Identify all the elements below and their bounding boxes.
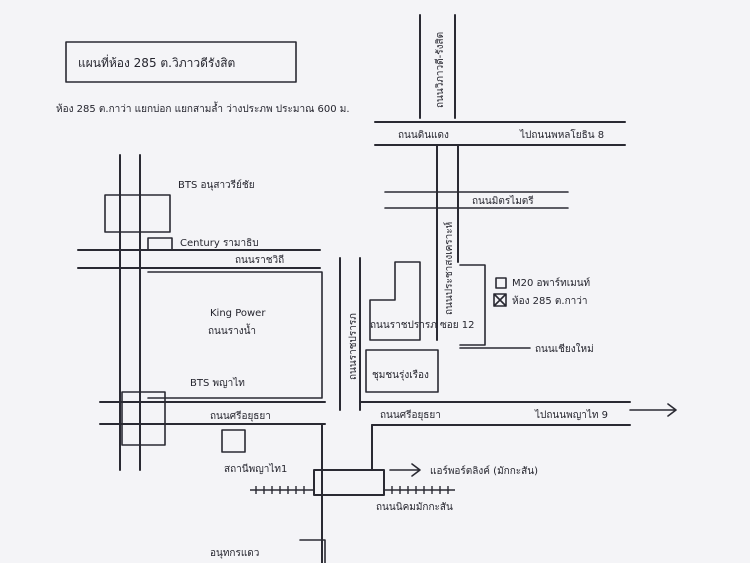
king-power-block bbox=[147, 271, 323, 399]
label-century: Century รามาธิบ bbox=[180, 238, 259, 249]
arrow-to-airport bbox=[389, 463, 421, 477]
map-subtitle: ห้อง 285 ต.กาว่า แยกบ่อก แยกสามล้ำ ว่างป… bbox=[56, 101, 350, 115]
bottom-box bbox=[299, 539, 326, 563]
label-soi-12: ถนนราชปรารภ ซอย 12 bbox=[370, 320, 475, 331]
label-to-phayathai: ไปถนนพญาไท 9 bbox=[534, 409, 608, 421]
label-lower-road: ถนนศรีอยุธยา bbox=[380, 409, 441, 421]
bts-phayathai-block bbox=[121, 391, 166, 446]
label-m20: M20 อพาร์ทเมนท์ bbox=[512, 277, 590, 289]
label-community: ชุมชนรุ่งเรือง bbox=[372, 369, 429, 381]
label-nikhom-makkasan: ถนนนิคมมักกะสัน bbox=[376, 502, 453, 513]
bts-victory-block bbox=[104, 194, 171, 233]
community-block bbox=[365, 349, 439, 393]
label-prachasongkhro: ถนนประชาสงเคราะห์ bbox=[443, 222, 455, 315]
label-airport-destination: แอร์พอร์ตลิงค์ (มักกะสัน) bbox=[430, 465, 538, 477]
label-ratchawithi: ถนนราชวิถี bbox=[235, 254, 284, 266]
title-box bbox=[65, 41, 297, 83]
label-room: ห้อง 285 ต.กาว่า bbox=[512, 295, 588, 307]
label-bts-victory: BTS อนุสาวรีย์ชัย bbox=[178, 179, 255, 191]
airport-link-box bbox=[221, 429, 246, 453]
label-mitmaitri: ถนนมิตรไมตรี bbox=[472, 195, 534, 207]
label-airport-link: สถานีพญาไท1 bbox=[224, 463, 287, 475]
map-title: แผนที่ห้อง 285 ต.วิภาวดีรังสิต bbox=[78, 54, 235, 70]
airport-link-station bbox=[313, 469, 385, 496]
label-sri-ayutthaya: ถนนศรีอยุธยา bbox=[210, 410, 271, 422]
label-din-daeng: ถนนดินแดง bbox=[398, 130, 449, 141]
direction-arrow-right bbox=[629, 403, 677, 417]
label-king-power-sub: ถนนรางน้ำ bbox=[208, 323, 256, 337]
m20-marker bbox=[495, 277, 507, 289]
label-bottom-station: อนุทกรแดว bbox=[210, 548, 259, 559]
label-vibhavadi: ถนนวิภาวดี-รังสิต bbox=[434, 32, 446, 108]
room-marker bbox=[493, 293, 507, 307]
right-block bbox=[459, 264, 486, 346]
label-bts-phayathai: BTS พญาไท bbox=[190, 377, 245, 389]
label-chiang-mai: ถนนเชียงใหม่ bbox=[535, 343, 594, 355]
railway-sleepers bbox=[255, 486, 449, 494]
label-ratchaprarop: ถนนราชปรารภ bbox=[348, 313, 359, 380]
label-king-power: King Power bbox=[210, 308, 266, 319]
label-din-daeng-direction: ไปถนนพหลโยธิน 8 bbox=[519, 128, 604, 141]
soi-12-block bbox=[369, 261, 421, 341]
